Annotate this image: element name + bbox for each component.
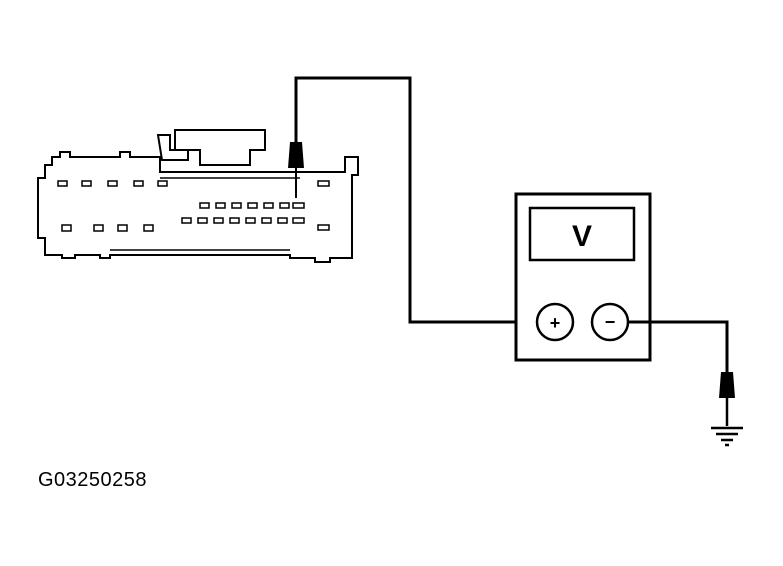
connector-icon	[37, 129, 359, 263]
positive-terminal	[535, 302, 575, 342]
negative-terminal-label: −	[605, 312, 616, 332]
ground-icon	[711, 426, 743, 447]
positive-lead-wire	[294, 76, 535, 324]
ground-probe-icon	[719, 372, 735, 426]
probe-icon	[288, 142, 304, 198]
positive-terminal-label: +	[550, 313, 561, 333]
voltmeter-icon: V + −	[514, 192, 652, 362]
figure-id: G03250258	[38, 469, 148, 491]
negative-lead-wire	[628, 320, 729, 372]
connector-pins	[57, 180, 330, 232]
meter-display: V	[572, 220, 592, 253]
